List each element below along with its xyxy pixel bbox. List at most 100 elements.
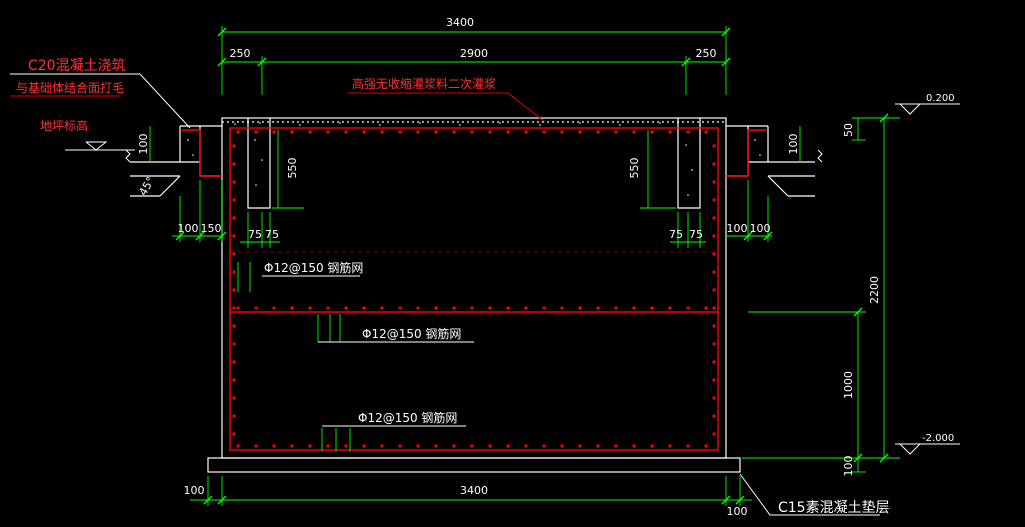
rebar-dot xyxy=(686,306,690,310)
rebar-dot xyxy=(232,180,236,184)
note-rebar-lower: Φ12@150 钢筋网 xyxy=(358,410,457,425)
rebar-dot xyxy=(524,306,528,310)
rebar-dot xyxy=(596,306,600,310)
rebar-dot xyxy=(232,216,236,220)
rebar-dot xyxy=(614,444,618,448)
rebar-dot xyxy=(712,288,716,292)
leader-lines xyxy=(10,73,960,516)
rebar-dot xyxy=(272,306,276,310)
rebar-dot xyxy=(668,306,672,310)
rebar-dot xyxy=(232,414,236,418)
rebar-dot xyxy=(452,130,456,134)
rebar-dot xyxy=(578,306,582,310)
rebar-dot xyxy=(416,444,420,448)
note-c15-cushion: C15素混凝土垫层 xyxy=(778,500,890,516)
rebar-dot xyxy=(524,130,528,134)
dim-bottom-overall: 3400 xyxy=(460,484,488,497)
rebar-dot xyxy=(578,444,582,448)
note-rebar-middle: Φ12@150 钢筋网 xyxy=(362,326,461,341)
rebar-dot xyxy=(344,130,348,134)
dim-right-bottom-100: 100 xyxy=(842,456,855,477)
dim-left-wall-550: 550 xyxy=(286,158,299,179)
rebar-dot xyxy=(524,444,528,448)
dim-right-top-50: 50 xyxy=(842,123,855,137)
note-c20-line1: C20混凝土浇筑 xyxy=(28,58,126,74)
rebar-dot xyxy=(470,130,474,134)
rebar-dot xyxy=(712,234,716,238)
rebar-dot xyxy=(470,444,474,448)
dim-bottom-left-100: 100 xyxy=(184,484,205,497)
dim-right-wall-550: 550 xyxy=(628,158,641,179)
rebar-dot xyxy=(290,306,294,310)
rebar-dot xyxy=(254,306,258,310)
rebar-dot xyxy=(506,130,510,134)
annotation-texts: C20混凝土浇筑 与基础体结合面打毛 地坪标高 高强无收缩灌浆料二次灌浆 Φ12… xyxy=(16,58,955,516)
dim-top-overall: 3400 xyxy=(446,16,474,29)
rebar-dot xyxy=(542,306,546,310)
dim-right-bottom-100-b: 100 xyxy=(750,222,771,235)
dim-top-right-segment: 250 xyxy=(696,47,717,60)
dim-right-total-2200: 2200 xyxy=(868,276,881,304)
elevation-bottom: -2.000 xyxy=(922,433,954,444)
rebar-dot xyxy=(614,130,618,134)
rebar-dot xyxy=(650,130,654,134)
rebar-dot xyxy=(380,444,384,448)
rebar-dot xyxy=(712,324,716,328)
rebar-dot xyxy=(308,444,312,448)
rebar-dot xyxy=(686,130,690,134)
rebar-dot xyxy=(712,414,716,418)
dim-left-bottom-100: 100 xyxy=(178,222,199,235)
rebar-dot xyxy=(236,130,240,134)
rebar-dot xyxy=(686,444,690,448)
dim-left-75-a: 75 xyxy=(248,228,262,241)
rebar-dot xyxy=(506,444,510,448)
rebar-dot xyxy=(712,216,716,220)
rebar-dot xyxy=(398,306,402,310)
rebar-dot xyxy=(236,444,240,448)
rebar-dot xyxy=(380,130,384,134)
dim-right-bottom-100-a: 100 xyxy=(727,222,748,235)
rebar-dot xyxy=(232,324,236,328)
foundation-outline xyxy=(130,117,815,473)
rebar-dot xyxy=(308,306,312,310)
rebar-dot xyxy=(290,444,294,448)
concrete-hatch xyxy=(187,122,761,196)
rebar-dot xyxy=(712,342,716,346)
rebar-dot xyxy=(434,444,438,448)
rebar-dot xyxy=(704,444,708,448)
dim-right-lower-1000: 1000 xyxy=(842,371,855,399)
rebar-dot xyxy=(488,444,492,448)
rebar-dot xyxy=(650,306,654,310)
rebar-dot xyxy=(712,144,716,148)
rebar-dot xyxy=(712,270,716,274)
rebar-dot xyxy=(344,306,348,310)
rebar-dot xyxy=(452,306,456,310)
rebar-dot xyxy=(712,306,716,310)
rebar-dot xyxy=(398,130,402,134)
rebar-dot xyxy=(232,306,236,310)
rebar-dot xyxy=(308,130,312,134)
rebar-dot xyxy=(712,198,716,202)
dim-left-slope-angle: 45° xyxy=(136,175,157,198)
rebar-dot xyxy=(560,444,564,448)
rebar-dot xyxy=(434,306,438,310)
note-grout: 高强无收缩灌浆料二次灌浆 xyxy=(352,76,496,91)
dim-right-curb-height: 100 xyxy=(787,134,800,155)
note-ground-level: 地坪标高 xyxy=(40,118,88,133)
rebar-dot xyxy=(232,162,236,166)
rebar-dot xyxy=(272,444,276,448)
rebar-dot xyxy=(632,306,636,310)
rebar-dot xyxy=(416,306,420,310)
rebar-dot xyxy=(416,130,420,134)
dim-right-75-b: 75 xyxy=(689,228,703,241)
rebar-dot xyxy=(232,234,236,238)
rebar-dot xyxy=(470,306,474,310)
dim-left-curb-height: 100 xyxy=(137,134,150,155)
dim-bottom-right-100: 100 xyxy=(727,505,748,518)
note-c20-line2: 与基础体结合面打毛 xyxy=(16,80,124,95)
rebar-dot xyxy=(232,288,236,292)
rebar-dot xyxy=(254,130,258,134)
rebar-dot xyxy=(326,130,330,134)
dim-right-75-a: 75 xyxy=(669,228,683,241)
